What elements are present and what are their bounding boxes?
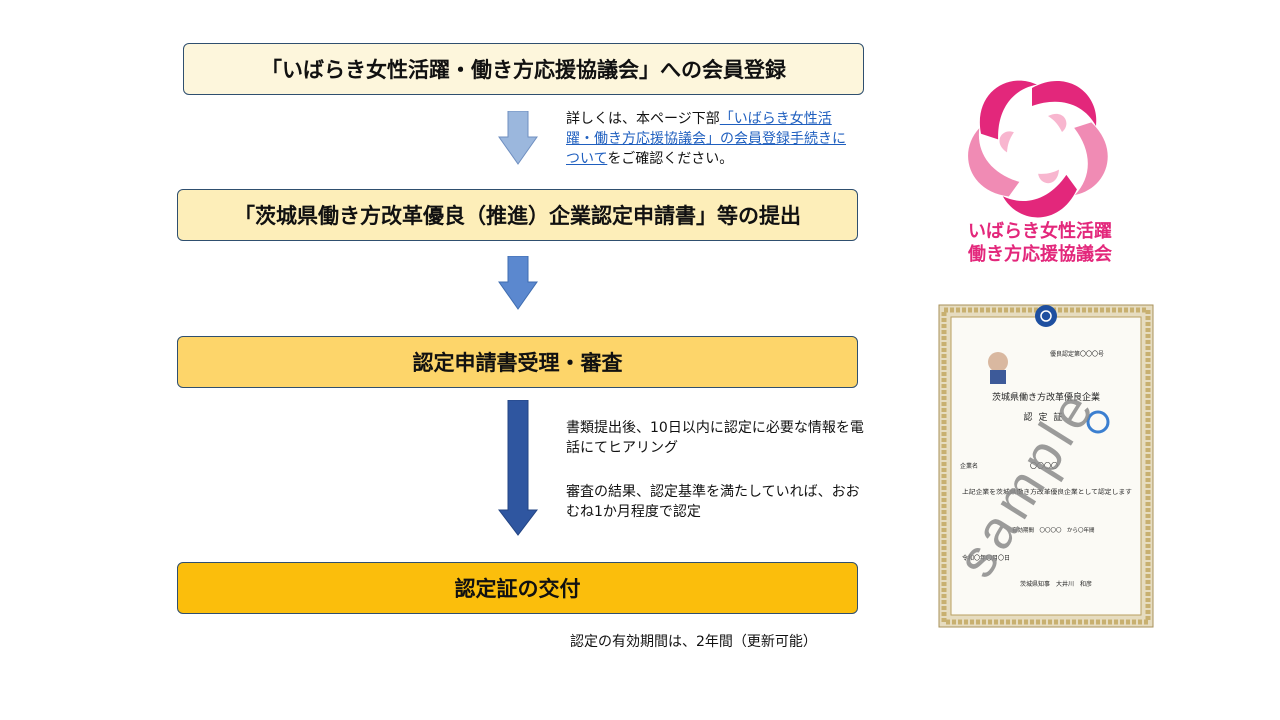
hearing-note: 書類提出後、10日以内に認定に必要な情報を電話にてヒアリング	[566, 420, 864, 456]
down-arrow-icon	[498, 400, 538, 536]
result-note: 審査の結果、認定基準を満たしていれば、おおむね1か月程度で認定	[566, 484, 860, 520]
step-3-label: 認定申請書受理・審査	[412, 351, 623, 375]
prefecture-emblem-icon	[1035, 305, 1057, 327]
cert-period: 有効期間 〇〇〇〇 から〇年間	[1012, 526, 1095, 534]
character-mascot-icon	[988, 352, 1008, 372]
logo-line-1: いばらき女性活躍	[968, 221, 1112, 242]
step-2-label: 「茨城県働き方改革優良（推進）企業認定申請書」等の提出	[234, 204, 801, 228]
logo-line-2: 働き方応援協議会	[968, 244, 1112, 265]
cert-company-type: 茨城県働き方改革優良企業	[992, 391, 1100, 403]
validity-note: 認定の有効期間は、2年間（更新可能）	[570, 634, 817, 650]
down-arrow-icon	[498, 256, 538, 310]
down-arrow-icon	[498, 111, 538, 165]
cert-number: 優良認定第〇〇〇号	[1050, 350, 1104, 358]
sample-certificate: 優良認定第〇〇〇号 茨城県働き方改革優良企業 認定証 企業名 〇〇〇〇 上記企業…	[938, 304, 1154, 628]
registration-note: 詳しくは、本ページ下部「いばらき女性活躍・働き方応援協議会」の会員登録手続きにつ…	[566, 109, 856, 169]
step-1-label: 「いばらき女性活躍・働き方応援協議会」への会員登録	[261, 58, 786, 82]
council-logo-text: いばらき女性活躍 働き方応援協議会	[950, 220, 1130, 266]
step-4-certificate-issuance: 認定証の交付	[177, 562, 858, 614]
cert-signer: 茨城県知事 大井川 和彦	[1020, 580, 1092, 588]
cert-company-label: 企業名	[960, 462, 978, 470]
step-1-member-registration: 「いばらき女性活躍・働き方応援協議会」への会員登録	[183, 43, 864, 95]
step-4-label: 認定証の交付	[454, 577, 581, 601]
step-2-application-submission: 「茨城県働き方改革優良（推進）企業認定申請書」等の提出	[177, 189, 858, 241]
registration-procedure-link[interactable]: 「いばらき女性活躍・働き方応援協議会」の会員登録手続きについて	[566, 111, 846, 167]
cert-date: 令和〇年〇月〇日	[962, 554, 1010, 562]
council-logo-icon	[968, 80, 1108, 218]
details-suffix: をご確認ください。	[607, 151, 734, 167]
details-prefix: 詳しくは、本ページ下部	[566, 111, 720, 127]
cert-body: 上記企業を茨城県働き方改革優良企業として認定します	[962, 488, 1132, 496]
award-mark-icon	[1086, 410, 1110, 434]
cert-title: 認定証	[1023, 411, 1068, 423]
step-3-review: 認定申請書受理・審査	[177, 336, 858, 388]
cert-company-value: 〇〇〇〇	[1030, 462, 1058, 470]
